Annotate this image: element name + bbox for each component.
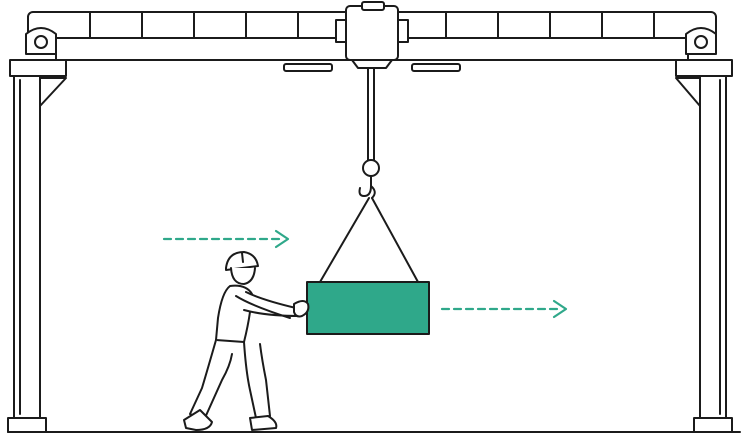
crane-leg-left <box>7 75 67 433</box>
crane-leg-right <box>675 75 733 433</box>
crane-hook-icon <box>358 175 376 199</box>
hoist-trolley <box>335 1 409 69</box>
hoist-cable <box>362 67 380 177</box>
suspended-load <box>306 281 430 335</box>
rail-bracket-right <box>411 63 461 72</box>
motion-arrow-upper <box>162 229 290 249</box>
rail-bracket-left <box>283 63 333 72</box>
motion-arrow-lower <box>440 299 568 319</box>
end-wheel-right <box>685 27 717 55</box>
worker-figure <box>183 251 310 431</box>
end-wheel-left <box>25 27 57 55</box>
lifting-slings <box>319 197 419 283</box>
